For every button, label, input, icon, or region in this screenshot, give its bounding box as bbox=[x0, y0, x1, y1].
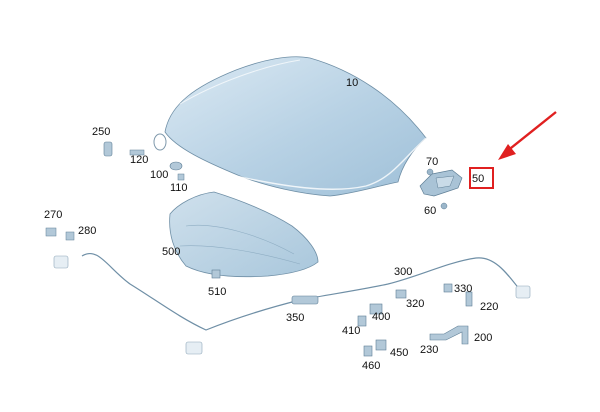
callout-450: 450 bbox=[390, 347, 409, 359]
insulation-pad-part bbox=[169, 191, 319, 278]
callout-70: 70 bbox=[426, 156, 439, 168]
red-arrow-icon bbox=[498, 111, 557, 160]
callout-50: 50 bbox=[472, 173, 485, 185]
callout-320: 320 bbox=[406, 298, 425, 310]
callout-270: 270 bbox=[44, 209, 63, 221]
callout-110: 110 bbox=[170, 182, 188, 194]
callout-hood: 10 bbox=[346, 77, 359, 89]
hood-part bbox=[164, 56, 427, 197]
callout-60: 60 bbox=[424, 205, 437, 217]
callout-510: 510 bbox=[208, 286, 227, 298]
callout-300: 300 bbox=[394, 266, 413, 278]
callout-200: 200 bbox=[474, 332, 493, 344]
callout-330: 330 bbox=[454, 283, 473, 295]
callout-120: 120 bbox=[130, 154, 149, 166]
callout-220: 220 bbox=[480, 301, 499, 313]
callout-350: 350 bbox=[286, 312, 305, 324]
callout-500: 500 bbox=[162, 246, 181, 258]
emblem-parts bbox=[103, 133, 221, 279]
callout-280: 280 bbox=[78, 225, 97, 237]
callout-410: 410 bbox=[342, 325, 361, 337]
latch-parts bbox=[357, 283, 473, 357]
release-cable-part bbox=[45, 227, 531, 355]
callout-230: 230 bbox=[420, 344, 439, 356]
callout-250: 250 bbox=[92, 126, 111, 138]
hinge-part bbox=[419, 168, 463, 210]
callout-400: 400 bbox=[372, 311, 391, 323]
callout-460: 460 bbox=[362, 360, 381, 372]
highlight-box-part-50 bbox=[469, 167, 494, 189]
callout-100: 100 bbox=[150, 169, 169, 181]
